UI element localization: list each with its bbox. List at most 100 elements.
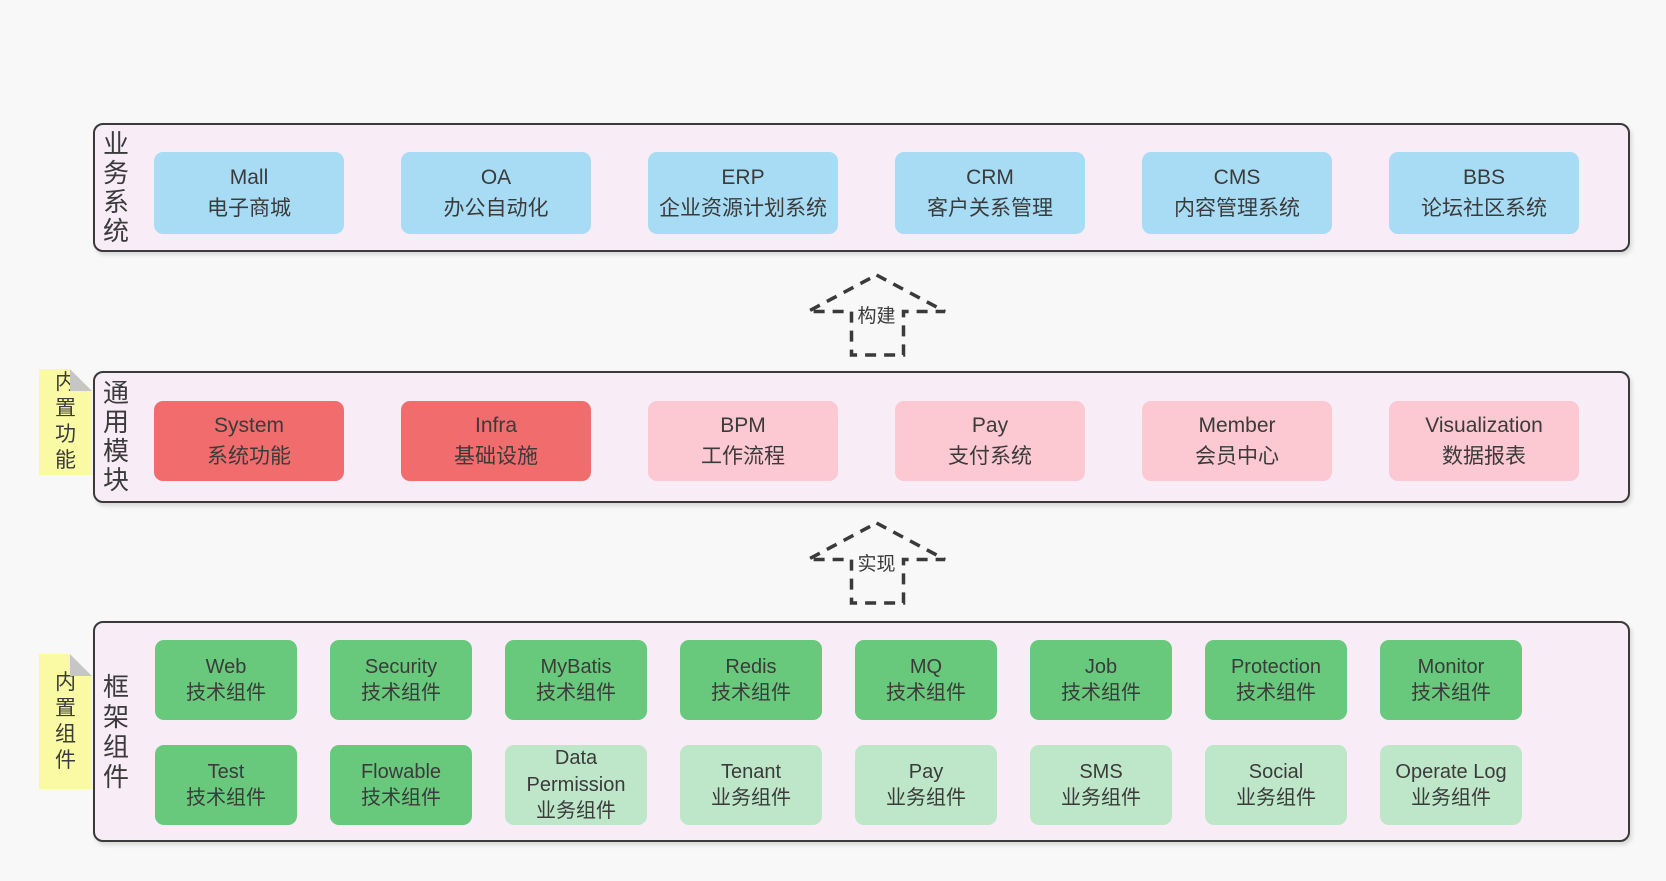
- box-operate-log: Operate Log 业务组件: [1380, 745, 1522, 825]
- box-title: Pay: [908, 760, 944, 783]
- box-visualization: Visualization 数据报表: [1389, 401, 1579, 481]
- section-common-modules-label: 通用模块: [102, 378, 129, 495]
- box-mq: MQ 技术组件: [855, 640, 997, 720]
- box-data-permission: Data Permission 业务组件: [505, 745, 647, 825]
- common-modules-row: System 系统功能 Infra 基础设施 BPM 工作流程 Pay 支付系统 Member 会…: [154, 401, 1579, 481]
- box-subtitle: 技术组件: [361, 682, 441, 704]
- box-title: Security: [364, 655, 438, 678]
- sticky-fold-corner: [70, 369, 92, 391]
- box-title: Member: [1198, 413, 1276, 437]
- box-subtitle: 业务组件: [711, 787, 791, 809]
- implement-arrow-up-icon: 实现: [806, 521, 947, 605]
- section-business-systems-label: 业务系统: [102, 128, 129, 246]
- box-sms: SMS 业务组件: [1030, 745, 1172, 825]
- box-subtitle: 内容管理系统: [1174, 197, 1300, 220]
- box-subtitle: 办公自动化: [443, 197, 549, 220]
- box-subtitle: 论坛社区系统: [1421, 197, 1547, 220]
- box-subtitle: 技术组件: [186, 682, 266, 704]
- box-monitor: Monitor 技术组件: [1380, 640, 1522, 720]
- box-title: Visualization: [1425, 413, 1543, 437]
- box-pay-component: Pay 业务组件: [855, 745, 997, 825]
- box-subtitle: 会员中心: [1195, 445, 1279, 468]
- box-title: CRM: [966, 165, 1014, 189]
- box-title: CMS: [1213, 165, 1261, 189]
- box-title: Operate Log: [1395, 760, 1507, 783]
- box-security: Security 技术组件: [330, 640, 472, 720]
- sticky-note-builtin-components-label: 内置组件: [55, 670, 76, 772]
- box-flowable: Flowable 技术组件: [330, 745, 472, 825]
- box-subtitle: 支付系统: [948, 445, 1032, 468]
- box-subtitle: 工作流程: [701, 445, 785, 468]
- box-title: BPM: [720, 413, 766, 437]
- sticky-fold-corner: [70, 654, 92, 676]
- box-subtitle: 业务组件: [886, 787, 966, 809]
- box-pay-module: Pay 支付系统: [895, 401, 1085, 481]
- box-title: Mall: [229, 165, 269, 189]
- box-title: SMS: [1079, 760, 1123, 783]
- box-erp: ERP 企业资源计划系统: [648, 152, 838, 234]
- box-subtitle: 技术组件: [886, 682, 966, 704]
- build-arrow-up-icon: 构建: [806, 273, 947, 357]
- box-infra: Infra 基础设施: [401, 401, 591, 481]
- box-title: MyBatis: [540, 655, 612, 678]
- box-mybatis: MyBatis 技术组件: [505, 640, 647, 720]
- box-title: OA: [480, 165, 512, 189]
- box-subtitle: 技术组件: [186, 787, 266, 809]
- box-subtitle: 技术组件: [361, 787, 441, 809]
- box-tenant: Tenant 业务组件: [680, 745, 822, 825]
- box-title: Test: [207, 760, 245, 783]
- box-bbs: BBS 论坛社区系统: [1389, 152, 1579, 234]
- box-job: Job 技术组件: [1030, 640, 1172, 720]
- section-common-modules: 通用模块 System 系统功能 Infra 基础设施 BPM 工作流程 Pay 支付系统 Me…: [93, 371, 1630, 503]
- box-oa: OA 办公自动化: [401, 152, 591, 234]
- box-subtitle: 系统功能: [207, 445, 291, 468]
- box-subtitle: 电子商城: [207, 197, 291, 220]
- box-title: Monitor: [1417, 655, 1485, 678]
- box-subtitle: 数据报表: [1442, 445, 1526, 468]
- box-mall: Mall 电子商城: [154, 152, 344, 234]
- box-subtitle: 技术组件: [1411, 682, 1491, 704]
- sticky-note-builtin-features: 内置功能: [39, 369, 92, 475]
- box-test: Test 技术组件: [155, 745, 297, 825]
- box-title: Job: [1084, 655, 1118, 678]
- box-title: MQ: [909, 655, 943, 678]
- business-systems-row: Mall 电子商城 OA 办公自动化 ERP 企业资源计划系统 CRM 客户关系管理 CMS 内容…: [154, 152, 1579, 234]
- box-subtitle: 技术组件: [711, 682, 791, 704]
- sticky-note-builtin-components: 内置组件: [39, 654, 92, 789]
- box-subtitle: 业务组件: [1411, 787, 1491, 809]
- box-title: Protection: [1230, 655, 1322, 678]
- box-subtitle: 技术组件: [536, 682, 616, 704]
- section-framework-components-label: 框架组件: [102, 671, 129, 792]
- box-subtitle: 基础设施: [454, 445, 538, 468]
- box-title: Pay: [971, 413, 1009, 437]
- box-redis: Redis 技术组件: [680, 640, 822, 720]
- box-protection: Protection 技术组件: [1205, 640, 1347, 720]
- box-title: Data Permission: [526, 747, 626, 796]
- box-bpm: BPM 工作流程: [648, 401, 838, 481]
- box-title: BBS: [1462, 165, 1506, 189]
- box-title: ERP: [721, 165, 765, 189]
- implement-arrow-label: 实现: [853, 549, 900, 576]
- box-subtitle: 企业资源计划系统: [659, 197, 827, 220]
- box-title: Tenant: [720, 760, 782, 783]
- box-title: System: [213, 413, 284, 437]
- box-subtitle: 技术组件: [1236, 682, 1316, 704]
- box-subtitle: 业务组件: [1061, 787, 1141, 809]
- box-subtitle: 客户关系管理: [927, 197, 1053, 220]
- box-title: Flowable: [360, 760, 442, 783]
- section-business-systems: 业务系统 Mall 电子商城 OA 办公自动化 ERP 企业资源计划系统 CRM 客户关系管理…: [93, 123, 1630, 252]
- box-cms: CMS 内容管理系统: [1142, 152, 1332, 234]
- box-title: Redis: [725, 655, 777, 678]
- box-subtitle: 业务组件: [536, 800, 616, 823]
- box-member: Member 会员中心: [1142, 401, 1332, 481]
- box-title: Infra: [474, 413, 518, 437]
- box-title: Social: [1248, 760, 1304, 783]
- box-title: Web: [205, 655, 247, 678]
- box-web: Web 技术组件: [155, 640, 297, 720]
- box-subtitle: 技术组件: [1061, 682, 1141, 704]
